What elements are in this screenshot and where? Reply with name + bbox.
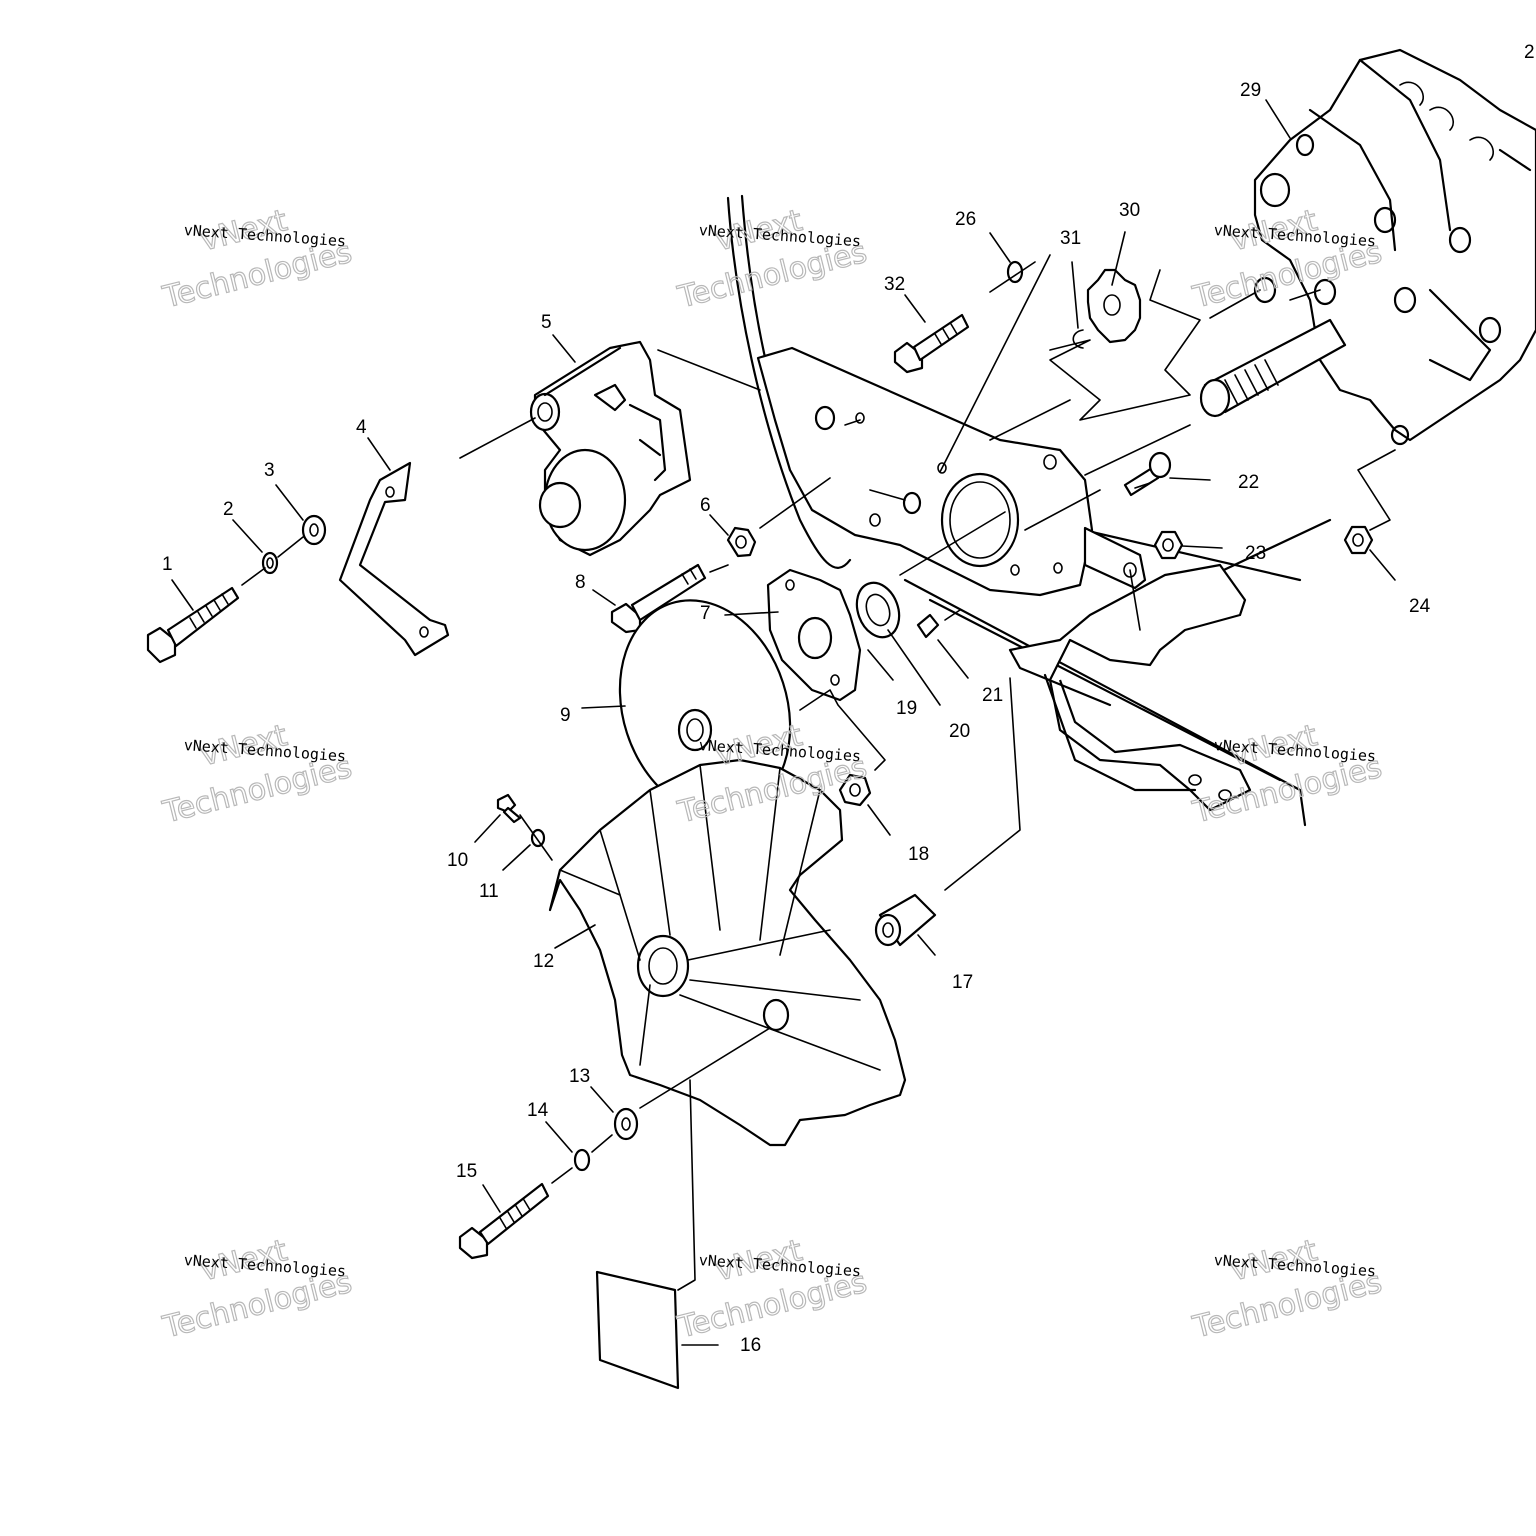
part-32-bolt	[893, 313, 970, 374]
part-1-bolt	[146, 586, 240, 664]
callout-8: 8	[575, 572, 586, 593]
svg-text:Technologies: Technologies	[674, 235, 870, 316]
callout-11: 11	[479, 881, 499, 902]
part-14-lockwasher	[573, 1148, 591, 1172]
callout-18: 18	[908, 844, 929, 865]
part-15-bolt	[458, 1182, 550, 1260]
watermark-bottom-center: vNext vNext Technologies Technologies	[673, 1233, 871, 1347]
part-12-chain-guard	[548, 758, 907, 1147]
part-17-spacer	[874, 893, 937, 947]
callout-24: 24	[1409, 596, 1431, 617]
callout-17: 17	[952, 972, 973, 993]
part-18-nut	[838, 773, 872, 807]
callout-3: 3	[264, 460, 275, 481]
callout-1: 1	[162, 554, 173, 575]
callout-16: 16	[740, 1335, 761, 1356]
part-11-washer	[530, 828, 546, 848]
callout-22: 22	[1238, 472, 1259, 493]
svg-text:Technologies: Technologies	[1189, 1265, 1385, 1346]
watermark-mid-left: vNext vNext Technologies Technologies	[158, 718, 356, 832]
callout-30: 30	[1119, 200, 1140, 221]
callout-14: 14	[527, 1100, 549, 1121]
watermark-top-left: vNext vNext Technologies Technologies	[158, 203, 356, 317]
callout-12: 12	[533, 951, 554, 972]
part-30-sprocket	[1086, 268, 1142, 344]
svg-text:Technologies: Technologies	[159, 750, 355, 831]
part-21-key	[916, 613, 940, 639]
callout-20: 20	[949, 721, 970, 742]
lower-bracket	[1008, 563, 1252, 812]
watermark-top-center: vNext vNext Technologies Technologies	[673, 203, 871, 317]
callout-21: 21	[982, 685, 1003, 706]
svg-text:Technologies: Technologies	[159, 1265, 355, 1346]
part-24-nut	[1343, 525, 1374, 555]
part-5-motor	[529, 340, 692, 557]
part-23-nut	[1153, 530, 1184, 560]
watermark-bottom-right: vNext vNext Technologies Technologies	[1188, 1233, 1386, 1347]
gearcase-assembly	[1253, 48, 1536, 446]
part-8-bolt	[610, 563, 707, 634]
part-7-tensioner-plate	[766, 568, 862, 702]
watermark-bottom-left: vNext vNext Technologies Technologies	[158, 1233, 356, 1347]
part-6-starwasher	[726, 526, 757, 558]
part-22-bolt	[1123, 451, 1172, 497]
chaincase-plate	[756, 346, 1147, 597]
callout-6: 6	[700, 495, 711, 516]
callout-19: 19	[896, 698, 917, 719]
callout-26: 26	[955, 209, 976, 230]
callouts: 1 2 3 4 5 6 7 8 9 10 11 12 13 14 15 16 1…	[162, 42, 1535, 1356]
part-16-decal	[595, 1270, 680, 1390]
part-4-bracket	[338, 461, 450, 657]
callout-7: 7	[700, 603, 711, 624]
svg-text:Technologies: Technologies	[674, 1265, 870, 1346]
callout-13: 13	[569, 1066, 590, 1087]
part-20-bearing	[855, 581, 901, 639]
callout-corner: 2	[1524, 42, 1535, 63]
callout-32: 32	[884, 274, 905, 295]
leader-lines	[171, 99, 1396, 1346]
callout-9: 9	[560, 705, 571, 726]
callout-4: 4	[356, 417, 367, 438]
svg-text:Technologies: Technologies	[159, 235, 355, 316]
callout-2: 2	[223, 499, 234, 520]
callout-29: 29	[1240, 80, 1261, 101]
splined-shaft	[1199, 318, 1347, 418]
part-2-lockwasher	[261, 551, 279, 575]
callout-10: 10	[447, 850, 468, 871]
part-3-washer	[301, 514, 327, 546]
assembly-lines	[241, 254, 1396, 1291]
part-10-screw	[496, 793, 522, 824]
part-13-washer	[613, 1107, 639, 1141]
callout-5: 5	[541, 312, 552, 333]
callout-15: 15	[456, 1161, 477, 1182]
callout-23: 23	[1245, 543, 1266, 564]
part-31-snap-ring	[1072, 329, 1084, 349]
callout-31: 31	[1060, 228, 1081, 249]
